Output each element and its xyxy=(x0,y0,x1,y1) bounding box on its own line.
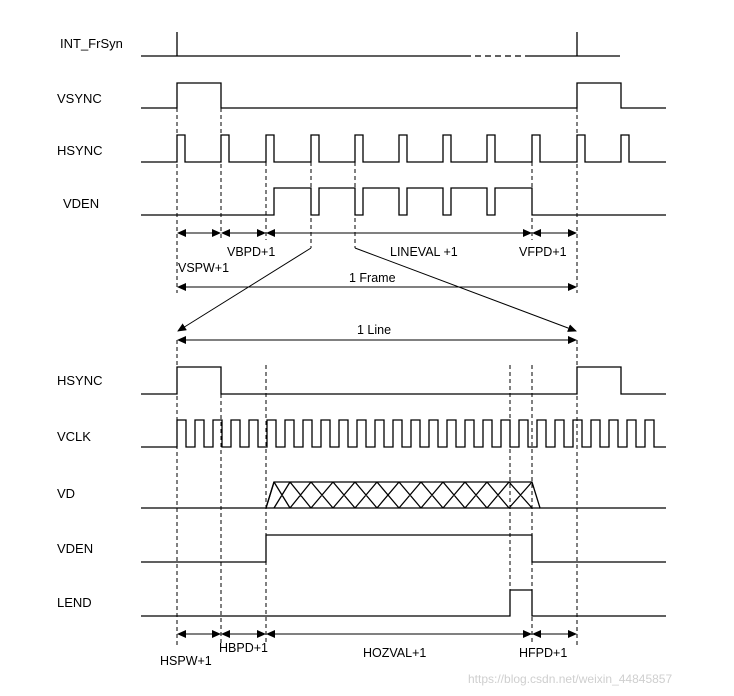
waveform-vden-line xyxy=(141,534,666,563)
frame-measure-arrows xyxy=(177,229,577,291)
waveform-hsync-frame xyxy=(141,134,666,163)
label-vden-frame: VDEN xyxy=(63,196,99,211)
label-vden-line: VDEN xyxy=(57,541,93,556)
waveform-vclk xyxy=(141,419,666,448)
measure-hfpd: HFPD+1 xyxy=(519,646,567,660)
waveform-vsync xyxy=(141,82,666,109)
measure-frame: 1 Frame xyxy=(349,271,396,285)
label-vclk: VCLK xyxy=(57,429,91,444)
line-guides xyxy=(176,340,578,645)
waveform-int-frsyn xyxy=(141,32,620,57)
measure-lineval: LINEVAL +1 xyxy=(390,245,458,259)
label-hsync-frame: HSYNC xyxy=(57,143,103,158)
measure-hbpd: HBPD+1 xyxy=(219,641,268,655)
label-vsync: VSYNC xyxy=(57,91,102,106)
waveform-lend xyxy=(141,589,666,617)
measure-hspw: HSPW+1 xyxy=(160,654,212,668)
waveform-vd xyxy=(141,481,666,509)
label-hsync-line: HSYNC xyxy=(57,373,103,388)
measure-hozval: HOZVAL+1 xyxy=(363,646,426,660)
measure-vbpd: VBPD+1 xyxy=(227,245,275,259)
label-int-frsyn: INT_FrSyn xyxy=(60,36,123,51)
watermark: https://blog.csdn.net/weixin_44845857 xyxy=(468,672,672,686)
measure-vfpd: VFPD+1 xyxy=(519,245,567,259)
label-lend: LEND xyxy=(57,595,92,610)
measure-line: 1 Line xyxy=(357,323,391,337)
label-vd: VD xyxy=(57,486,75,501)
frame-guides xyxy=(176,108,578,293)
waveform-vden-frame xyxy=(141,187,666,216)
waveform-hsync-line xyxy=(141,366,666,395)
zoom-lines xyxy=(177,247,577,332)
measure-vspw: VSPW+1 xyxy=(178,261,229,275)
